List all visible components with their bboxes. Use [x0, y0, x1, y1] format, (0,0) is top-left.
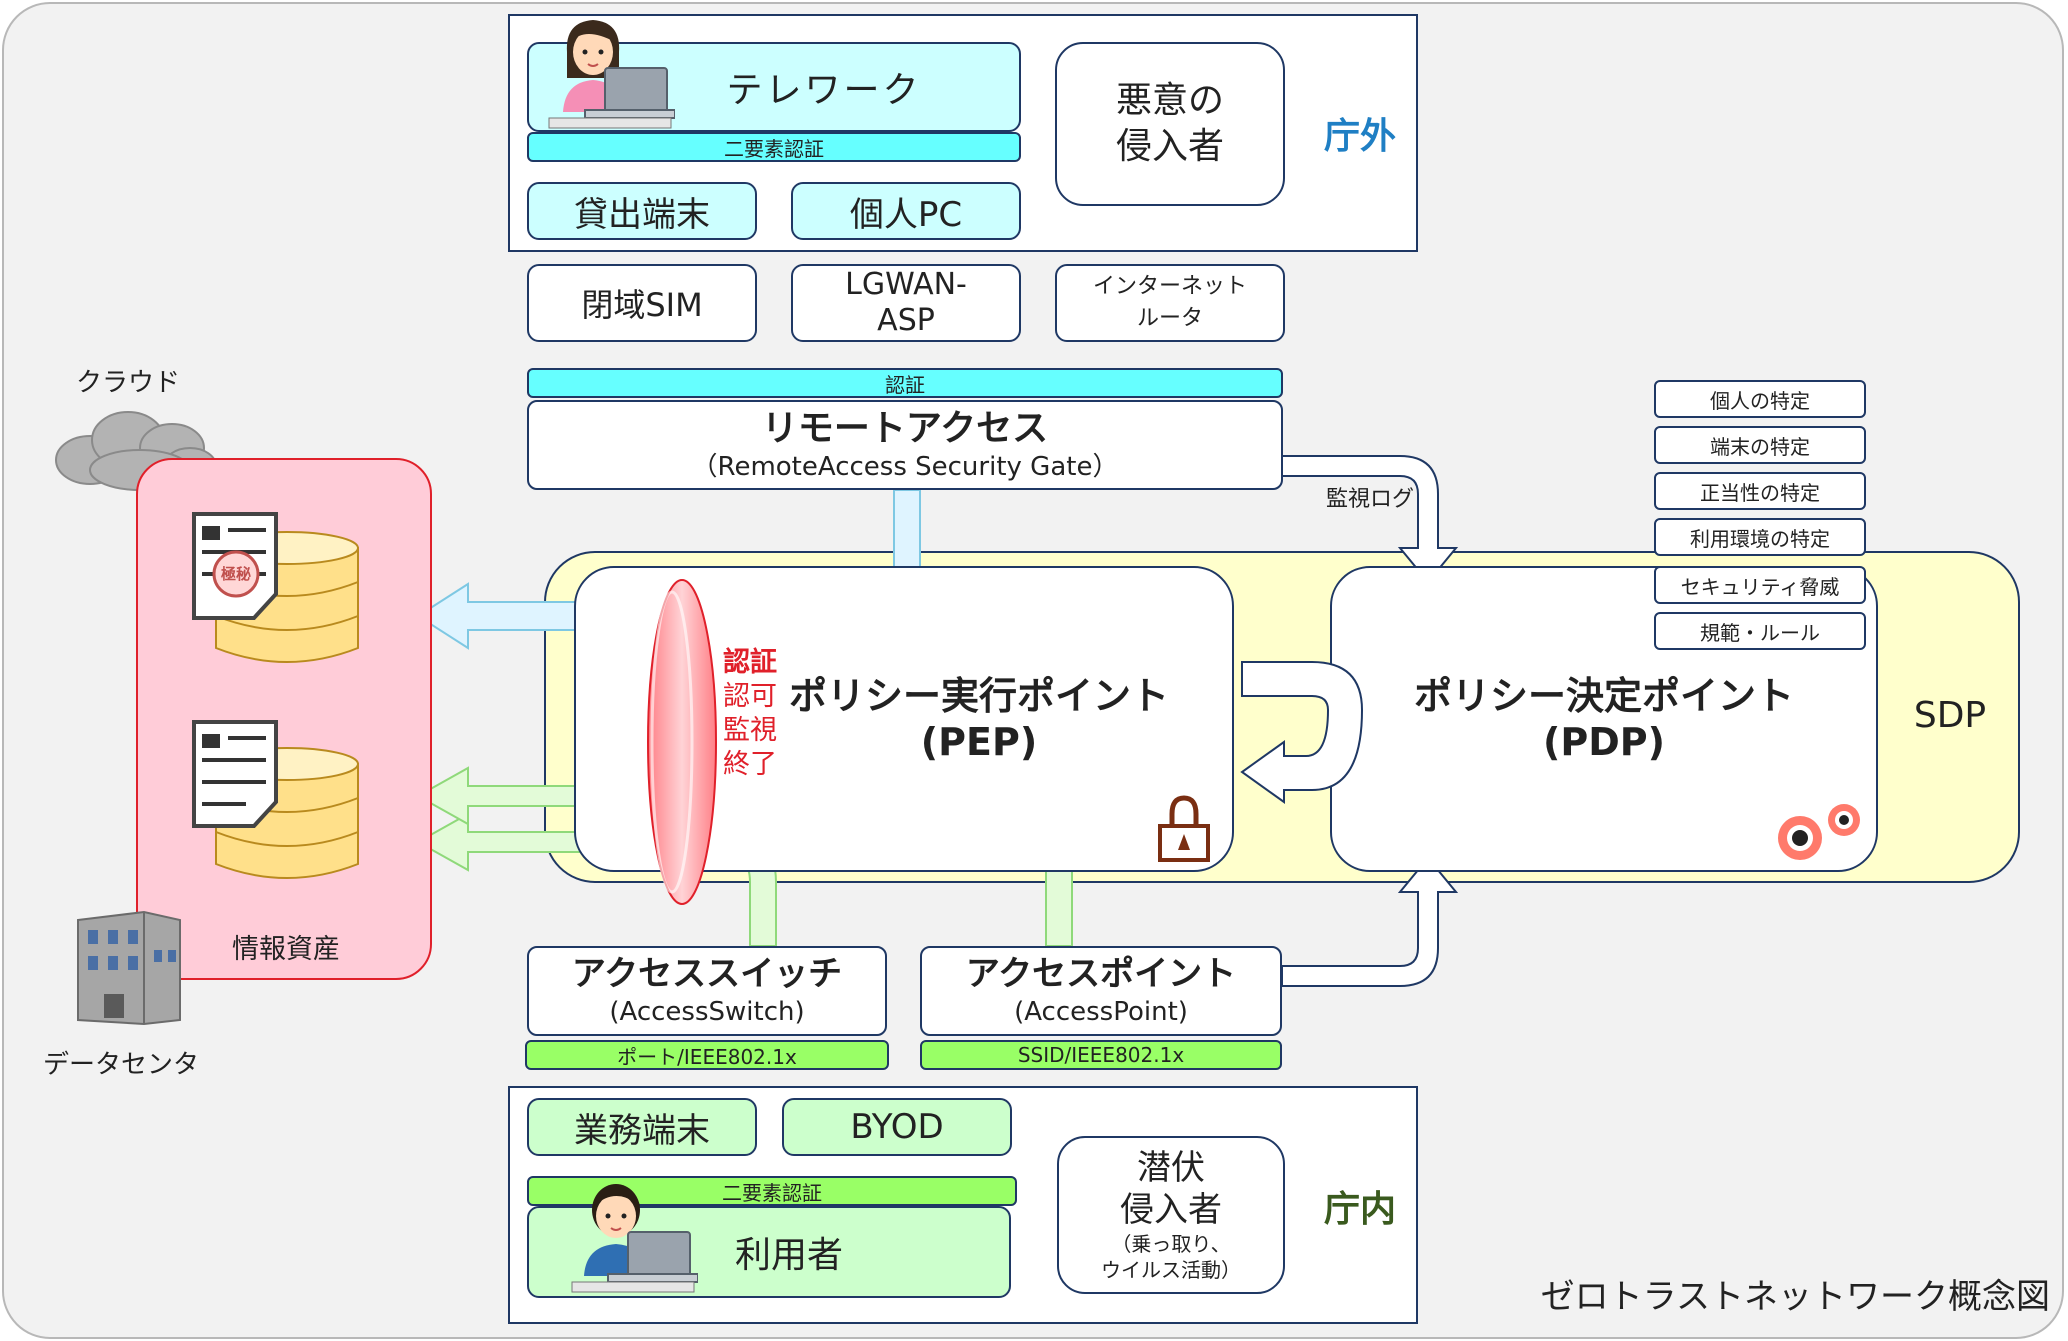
router-line1: インターネット: [1092, 274, 1247, 299]
pep-abbr: (PEP): [920, 720, 1038, 764]
gate-approve-label: 認可: [723, 681, 777, 712]
datacenter-building-icon: [77, 910, 181, 1026]
pdp-title: ポリシー決定ポイント: [1413, 674, 1794, 718]
gate-ring: [647, 579, 717, 905]
access-switch-subtitle: (AccessSwitch): [609, 997, 805, 1027]
pep-title: ポリシー実行ポイント: [788, 674, 1169, 718]
latent-intruder-box: 潜伏 侵入者 （乗っ取り、 ウイルス活動）: [1057, 1136, 1285, 1294]
closed-sim-box: 閉域SIM: [527, 264, 757, 342]
datacenter-label: データセンタ: [42, 1049, 199, 1080]
sdp-label: SDP: [1913, 694, 1987, 736]
access-point-box: アクセスポイント (AccessPoint): [920, 946, 1282, 1036]
secret-stamp-label: 極秘: [220, 564, 251, 583]
internal-zone-label: 庁内: [1323, 1189, 1396, 1230]
latent-intruder-line1: 潜伏: [1137, 1148, 1205, 1188]
lgwan-line1: LGWAN-: [845, 267, 967, 302]
remote-access-box: リモートアクセス （RemoteAccess Security Gate）: [527, 400, 1283, 490]
gears-icon: [1778, 804, 1860, 860]
malicious-intruder-line1: 悪意の: [1115, 80, 1224, 121]
pdp-to-pep-arrow: [1240, 661, 1364, 804]
access-point-subtitle: (AccessPoint): [1014, 997, 1188, 1027]
latent-intruder-note2: ウイルス活動）: [1101, 1258, 1241, 1282]
access-switch-bar-label: ポート/IEEE802.1x: [617, 1044, 797, 1069]
two-factor-label-external: 二要素認証: [724, 136, 824, 161]
personal-pc-label: 個人PC: [849, 194, 963, 235]
gate-auth-label: 認証: [723, 647, 777, 678]
pdp-abbr: (PDP): [1543, 720, 1665, 764]
access-point-bar-label: SSID/IEEE802.1x: [1017, 1043, 1185, 1067]
telework-label: テレワーク: [726, 70, 922, 111]
gate-end-label: 終了: [723, 749, 777, 780]
ap-to-pdp-arrow: [1281, 856, 1459, 987]
remote-auth-bar: 認証: [527, 368, 1283, 398]
access-switch-box: アクセススイッチ (AccessSwitch): [527, 946, 887, 1036]
cloud-label: クラウド: [75, 367, 180, 398]
pdp-check-item: 規範・ルール: [1654, 612, 1866, 650]
lock-icon: [1158, 795, 1210, 862]
lgwan-line2: ASP: [877, 303, 935, 338]
router-line2: ルータ: [1136, 306, 1203, 331]
byod-box: BYOD: [782, 1098, 1012, 1156]
access-point-auth-bar: SSID/IEEE802.1x: [920, 1040, 1282, 1070]
loan-device-box: 貸出端末: [527, 182, 757, 240]
user-icon: [571, 1184, 698, 1293]
internet-router-box: インターネット ルータ: [1055, 264, 1285, 342]
info-assets-label: 情報資産: [232, 933, 340, 965]
two-factor-label-internal: 二要素認証: [722, 1180, 822, 1205]
latent-intruder-note1: （乗っ取り、: [1111, 1232, 1231, 1256]
external-zone-label: 庁外: [1323, 116, 1396, 157]
pdp-check-item: 正当性の特定: [1654, 472, 1866, 510]
byod-label: BYOD: [850, 1107, 944, 1147]
document-icon: [192, 720, 278, 828]
two-factor-bar-external: 二要素認証: [527, 132, 1021, 162]
malicious-intruder-line2: 侵入者: [1115, 126, 1224, 167]
teleworker-icon: [548, 20, 675, 129]
gate-text: 認証 認可 監視 終了: [720, 646, 780, 782]
loan-device-label: 貸出端末: [574, 194, 710, 235]
business-device-label: 業務端末: [574, 1110, 710, 1151]
gate-monitor-label: 監視: [723, 715, 777, 746]
lgwan-asp-box: LGWAN- ASP: [791, 264, 1021, 342]
remote-access-title: リモートアクセス: [761, 408, 1049, 449]
personal-pc-box: 個人PC: [791, 182, 1021, 240]
latent-intruder-line2: 侵入者: [1120, 1190, 1222, 1230]
monitor-log-label: 監視ログ: [1325, 487, 1414, 512]
pdp-check-item: 個人の特定: [1654, 380, 1866, 418]
closed-sim-label: 閉域SIM: [581, 286, 703, 324]
pdp-check-item: 端末の特定: [1654, 426, 1866, 464]
access-switch-title: アクセススイッチ: [571, 954, 843, 994]
malicious-intruder-box: 悪意の 侵入者: [1055, 42, 1285, 206]
diagram-title: ゼロトラストネットワーク概念図: [1540, 1276, 2050, 1317]
pdp-check-item: 利用環境の特定: [1654, 518, 1866, 556]
remote-access-subtitle: （RemoteAccess Security Gate）: [691, 452, 1119, 482]
business-device-box: 業務端末: [527, 1098, 757, 1156]
secret-document-icon: [192, 512, 278, 620]
access-switch-auth-bar: ポート/IEEE802.1x: [525, 1040, 889, 1070]
user-label: 利用者: [734, 1235, 843, 1276]
remote-auth-label: 認証: [885, 372, 925, 397]
pdp-check-item: セキュリティ脅威: [1654, 566, 1866, 604]
access-point-title: アクセスポイント: [965, 954, 1237, 994]
